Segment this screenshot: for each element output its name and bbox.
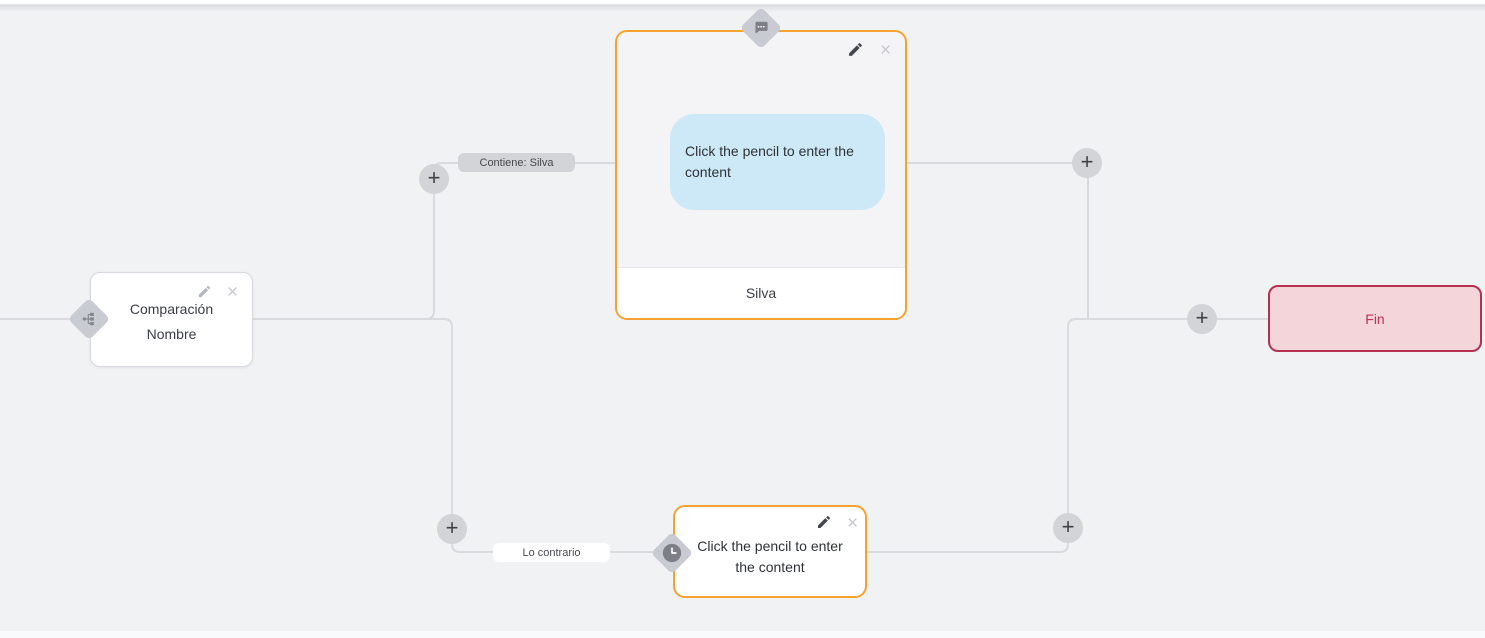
message-preview-bubble: Click the pencil to enter the content (670, 114, 885, 210)
add-node-button-top-left[interactable]: + (419, 164, 449, 194)
close-icon[interactable]: × (227, 282, 239, 303)
end-node-label: Fin (1365, 310, 1385, 327)
edge-label-contains: Contiene: Silva (458, 153, 575, 172)
comparison-node-variable: Nombre (146, 326, 197, 342)
comparison-node-title: Comparación (129, 301, 214, 317)
close-icon[interactable]: × (847, 513, 859, 534)
connector-comparison-to-delay (253, 318, 674, 553)
connector-message-out (907, 162, 1089, 319)
comparison-node-type-badge (67, 297, 111, 341)
sitemap-icon (81, 311, 98, 328)
message-node-name: Silva (745, 285, 777, 301)
message-node[interactable]: × Click the pencil to enter the content … (615, 30, 907, 320)
delay-placeholder-text: Click the pencil to enter the content (697, 537, 843, 575)
add-node-button-top-right[interactable]: + (1072, 148, 1102, 178)
add-node-button-bottom-right[interactable]: + (1053, 513, 1083, 543)
delay-node-toolbar: × (675, 507, 865, 537)
message-node-footer: Silva (617, 267, 905, 318)
message-placeholder-text: Click the pencil to enter the content (685, 143, 854, 180)
chat-bubble-icon (753, 20, 770, 37)
add-node-button-bottom-left[interactable]: + (437, 514, 467, 544)
edge-label-otherwise: Lo contrario (493, 543, 610, 562)
edit-pencil-icon[interactable] (847, 41, 864, 58)
close-icon[interactable]: × (880, 40, 892, 61)
message-node-toolbar: × (617, 32, 905, 62)
top-edge-shadow (0, 0, 1485, 12)
edit-pencil-icon[interactable] (197, 284, 212, 299)
connector-delay-to-end (867, 318, 1268, 553)
delay-node-type-badge (650, 531, 694, 575)
message-node-type-badge (739, 6, 783, 50)
add-node-button-before-end[interactable]: + (1187, 304, 1217, 334)
comparison-node-toolbar: × (91, 273, 252, 303)
bottom-edge-strip (0, 631, 1485, 638)
edit-pencil-icon[interactable] (816, 514, 832, 530)
comparison-node[interactable]: × Comparación Nombre (90, 272, 253, 367)
clock-icon (661, 542, 683, 564)
delay-node[interactable]: × Click the pencil to enter the content (673, 505, 867, 598)
end-node[interactable]: Fin (1268, 285, 1482, 352)
